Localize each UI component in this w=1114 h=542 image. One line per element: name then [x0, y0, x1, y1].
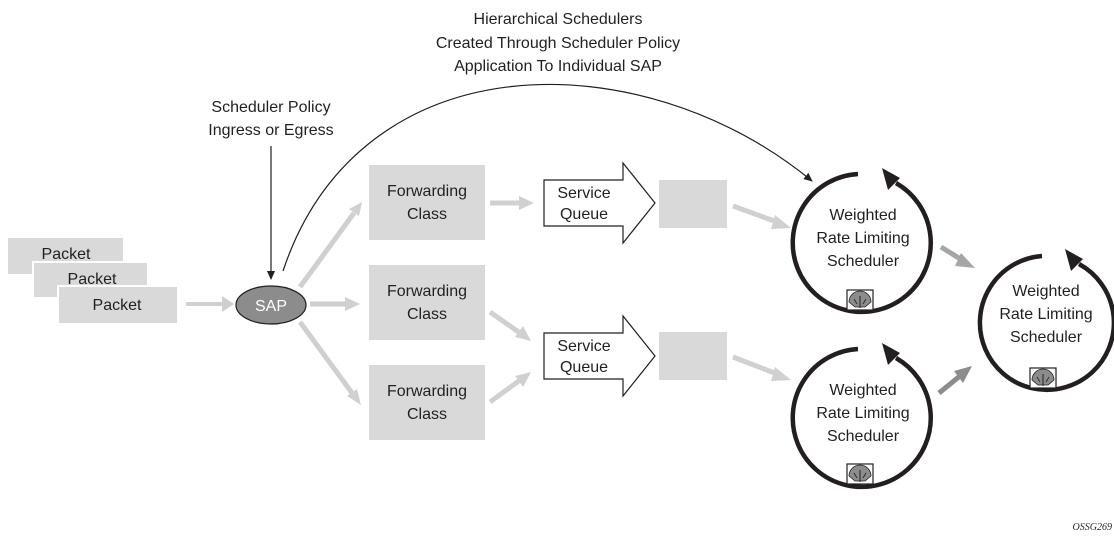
title-line-3: Application To Individual SAP	[454, 58, 662, 75]
forwarding-class-3: Forwarding Class	[369, 365, 485, 440]
queue-buffer-1	[659, 180, 727, 228]
scheduler-2-line-1: Weighted	[829, 382, 896, 399]
fc-3-line-2: Class	[407, 406, 447, 423]
forwarding-class-2: Forwarding Class	[369, 265, 485, 340]
fc-2-line-1: Forwarding	[387, 283, 467, 300]
fc-to-queue-arrows	[488, 196, 534, 405]
hierarchy-curve-arrow	[282, 83, 813, 272]
sq-1-line-1: Service	[557, 185, 610, 202]
sap-node: SAP	[235, 285, 307, 325]
packet-to-sap-arrow	[186, 296, 234, 312]
fc-1-line-2: Class	[407, 206, 447, 223]
scheduler-1-line-1: Weighted	[829, 207, 896, 224]
fc-3-line-1: Forwarding	[387, 383, 467, 400]
scheduler-2-line-2: Rate Limiting	[816, 405, 909, 422]
scheduler-1-line-2: Rate Limiting	[816, 230, 909, 247]
scheduler-to-parent-arrows	[937, 244, 975, 395]
sap-ellipse	[235, 285, 307, 325]
fc-1-line-1: Forwarding	[387, 183, 467, 200]
scheduler-3-line-2: Rate Limiting	[999, 306, 1092, 323]
buffer-to-scheduler-arrows	[732, 203, 791, 381]
policy-line-1: Scheduler Policy	[211, 99, 330, 116]
sq-1-line-2: Queue	[560, 206, 608, 223]
scheduler-2: Weighted Rate Limiting Scheduler	[790, 343, 933, 490]
packet-box-3	[57, 285, 179, 325]
scheduler-policy-label: Scheduler Policy Ingress or Egress	[208, 99, 333, 139]
sap-label: SAP	[255, 298, 287, 315]
packet-label-2: Packet	[68, 271, 117, 288]
scheduler-3-gauge-icon	[1029, 367, 1057, 389]
queue-buffer-2	[659, 332, 727, 380]
scheduler-1-gauge-icon	[846, 289, 874, 311]
packet-stack: Packet Packet Packet	[8, 238, 179, 325]
figure-code: OSSG269	[1073, 522, 1112, 533]
scheduler-3-line-3: Scheduler	[1010, 329, 1083, 346]
scheduler-1-line-3: Scheduler	[827, 253, 900, 270]
fc-2-line-2: Class	[407, 306, 447, 323]
sq-2-line-2: Queue	[560, 359, 608, 376]
scheduler-3-line-1: Weighted	[1012, 283, 1079, 300]
sap-to-fc-arrows	[297, 202, 362, 405]
scheduler-2-line-3: Scheduler	[827, 428, 900, 445]
scheduler-3: Weighted Rate Limiting Scheduler	[977, 249, 1114, 393]
title-line-2: Created Through Scheduler Policy	[436, 35, 680, 52]
forwarding-class-1: Forwarding Class	[369, 165, 485, 240]
scheduler-1: Weighted Rate Limiting Scheduler	[790, 168, 933, 315]
service-queue-1: Service Queue	[543, 161, 656, 245]
scheduler-2-gauge-icon	[846, 463, 874, 485]
service-queue-2: Service Queue	[543, 314, 656, 398]
policy-line-2: Ingress or Egress	[208, 122, 333, 139]
packet-label-1: Packet	[42, 246, 91, 263]
sq-2-line-1: Service	[557, 338, 610, 355]
diagram-title: Hierarchical Schedulers Created Through …	[436, 11, 680, 75]
packet-label-3: Packet	[93, 297, 142, 314]
title-line-1: Hierarchical Schedulers	[474, 11, 643, 28]
